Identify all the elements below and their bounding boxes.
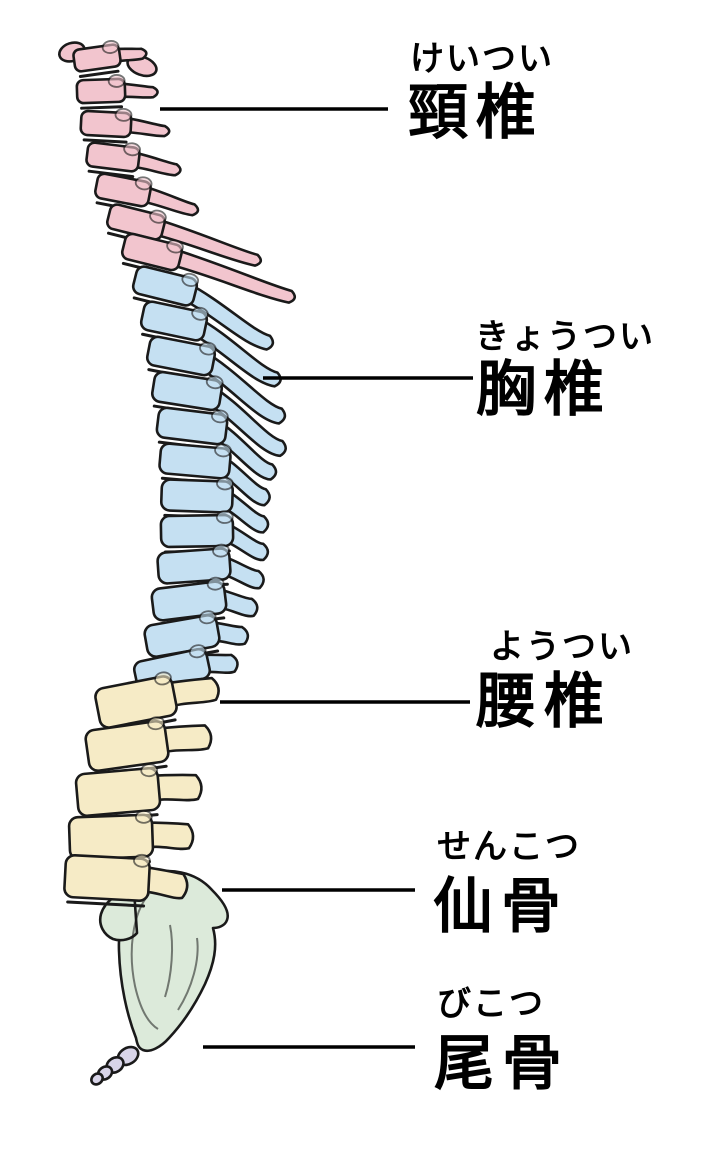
vertebra-facet [206, 576, 225, 591]
vertebra-facet [181, 272, 200, 287]
vertebra-facet [166, 239, 184, 254]
vertebra [145, 335, 287, 425]
vertebra-body [145, 335, 217, 377]
vertebra-facet [101, 40, 120, 54]
vertebra-facet [147, 716, 165, 731]
vertebra [120, 232, 297, 304]
spinal-column-illustration [58, 40, 297, 1086]
kanji-lumbar: 腰椎 [475, 668, 612, 735]
label-sacrum: せんこつ 仙骨 [222, 828, 581, 940]
label-thoracic: きょうつい 胸椎 [263, 318, 655, 423]
vertebra-facet [134, 809, 153, 824]
vertebra-body [158, 442, 232, 480]
vertebra [94, 172, 200, 217]
vertebra-process [148, 216, 263, 267]
vertebra-body [139, 300, 209, 342]
vertebra-facet [198, 610, 217, 625]
vertebra-facet [188, 644, 207, 659]
vertebra-body [159, 478, 235, 514]
vertebra [72, 40, 148, 78]
vertebra-facet [216, 476, 234, 491]
vertebra-body [120, 232, 184, 272]
vertebra-body [94, 675, 178, 729]
coccyx-segment [90, 1072, 104, 1086]
kanji-coccyx: 尾骨 [434, 1030, 570, 1097]
label-cervical: けいつい 頸椎 [160, 40, 554, 146]
vertebra [94, 671, 220, 735]
vertebra [105, 203, 263, 267]
furigana-thoracic: きょうつい [475, 318, 655, 356]
vertebra-facet [215, 510, 234, 524]
vertebra-facet [205, 375, 224, 390]
vertebra [131, 265, 275, 351]
vertebra [139, 300, 282, 388]
vertebra-process [165, 246, 297, 304]
vertebra [84, 716, 213, 778]
sacrum-bone [117, 869, 230, 1053]
vertebra-facet [191, 306, 209, 321]
intervertebral-disc-line [82, 138, 128, 144]
vertebra [155, 406, 278, 481]
vertebra-body [150, 370, 224, 412]
vertebra-facet [212, 543, 230, 558]
vertebra-body [74, 766, 162, 818]
kanji-thoracic: 胸椎 [476, 356, 612, 423]
vertebra-facet [114, 107, 133, 122]
vertebra [63, 853, 189, 908]
sacrum-region [98, 869, 230, 1053]
vertebra-facet [211, 409, 229, 424]
vertebra-process [180, 280, 275, 351]
vertebra-facet [154, 671, 172, 686]
furigana-cervical: けいつい [410, 40, 554, 78]
intervertebral-disc-line [66, 900, 146, 908]
furigana-coccyx: びこつ [437, 985, 545, 1023]
vertebra-process [211, 417, 278, 481]
vertebra-process [198, 349, 287, 425]
sacrum-detail-line [177, 937, 199, 1011]
sacrum-detail-line [164, 924, 174, 998]
vertebra-facet [123, 142, 141, 157]
vertebra [75, 74, 159, 110]
cervical-region [58, 40, 297, 304]
vertebra-body [63, 853, 151, 903]
vertebra-body [155, 406, 229, 446]
intervertebral-disc-line [78, 69, 120, 78]
label-lumbar: ようつい 腰椎 [220, 628, 634, 735]
kanji-sacrum: 仙骨 [433, 873, 569, 940]
vertebra-facet [107, 74, 126, 88]
vertebra-facet [134, 176, 153, 191]
vertebra-facet [133, 853, 151, 868]
vertebra-body [156, 547, 232, 585]
vertebra [79, 107, 171, 144]
vertebra [85, 141, 182, 179]
intervertebral-disc-line [80, 105, 124, 110]
vertebra-body [84, 719, 170, 773]
vertebra-process [206, 383, 287, 458]
lumbar-region [63, 671, 220, 908]
vertebra-body [159, 513, 235, 549]
vertebra-facet [140, 763, 159, 778]
sacrum-detail-line [130, 893, 159, 1030]
furigana-lumbar: ようつい [490, 628, 634, 666]
vertebra [159, 476, 270, 534]
vertebra-process [190, 314, 282, 388]
vertebra-process [134, 183, 200, 217]
vertebra-facet [214, 443, 232, 458]
vertebra-body [131, 265, 199, 307]
label-coccyx: びこつ 尾骨 [203, 985, 570, 1097]
vertebra-facet [149, 209, 167, 224]
vertebra-facet [199, 341, 217, 356]
thoracic-region [131, 265, 287, 698]
vertebra [67, 809, 195, 866]
coccyx-region [90, 1045, 140, 1086]
furigana-sacrum: せんこつ [437, 828, 581, 866]
kanji-cervical: 頸椎 [408, 79, 544, 146]
